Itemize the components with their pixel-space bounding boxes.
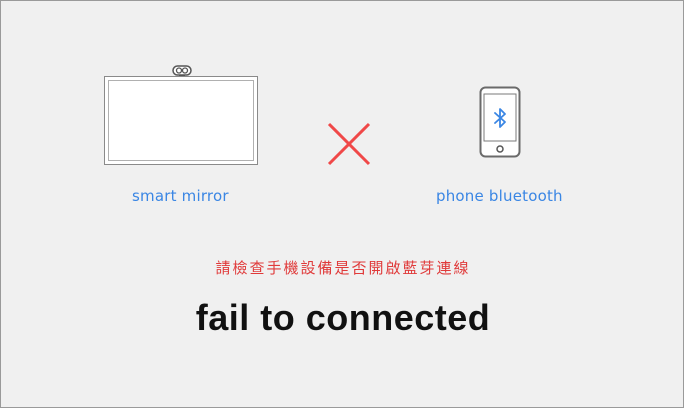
- smart-mirror-icon: [104, 65, 260, 167]
- x-mark-icon: [327, 122, 371, 166]
- smart-mirror-label: smart mirror: [132, 187, 229, 205]
- mirror-camera-icon: [172, 65, 192, 78]
- bluetooth-hint-text: 請檢查手機設備是否開啟藍芽連線: [215, 259, 471, 277]
- connection-failed-title: fail to connected: [195, 297, 491, 338]
- mirror-frame: [104, 76, 258, 165]
- phone-bluetooth-icon: [479, 86, 521, 158]
- phone-bluetooth-label: phone bluetooth: [436, 187, 563, 205]
- bluetooth-icon: [494, 108, 506, 128]
- mirror-screen: [108, 80, 254, 161]
